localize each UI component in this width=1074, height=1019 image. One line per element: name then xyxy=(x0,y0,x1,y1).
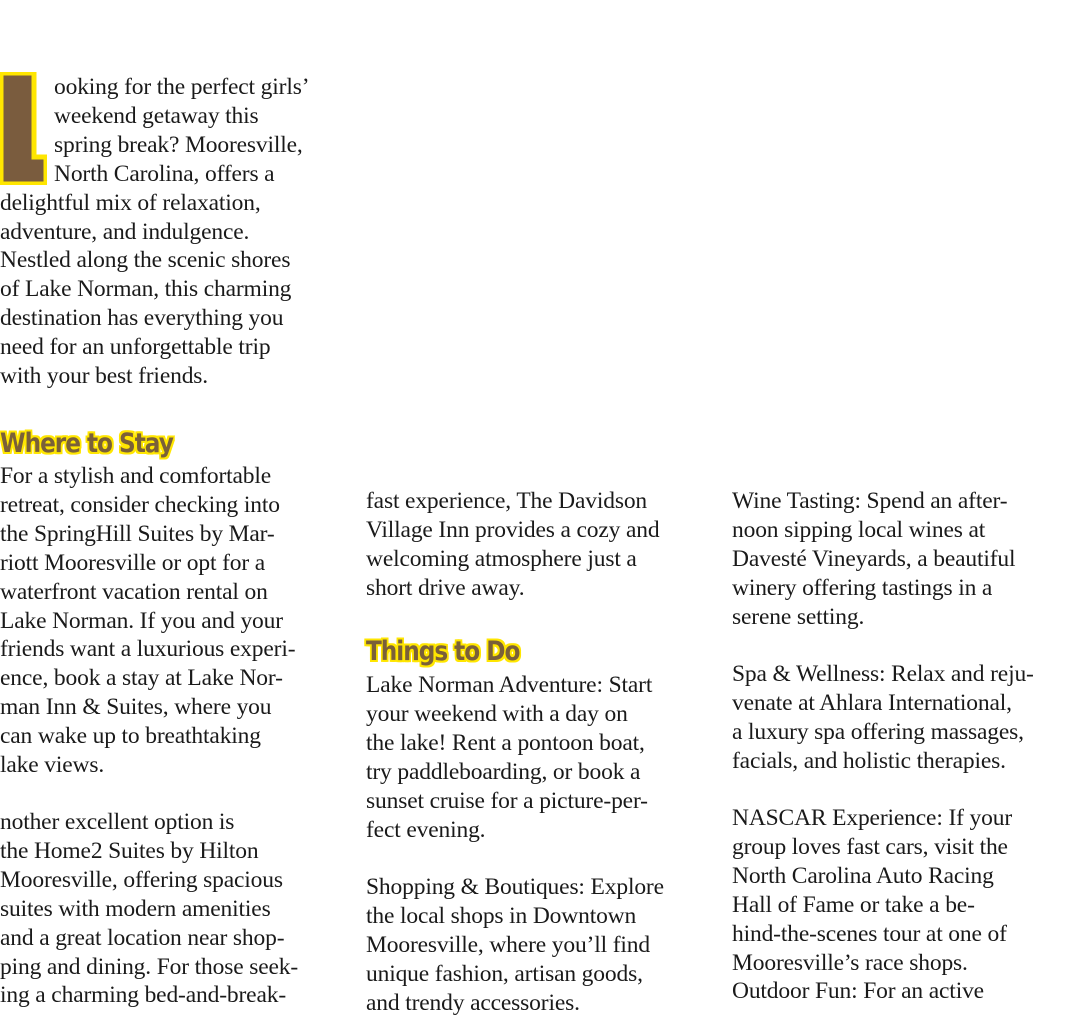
body-line: facials, and holistic therapies. xyxy=(732,747,1006,774)
body-line: group loves fast cars, visit the xyxy=(732,833,1008,860)
body-line: winery offering tastings in a xyxy=(732,574,993,601)
body-line: riott Mooresville or opt for a xyxy=(0,549,266,576)
body-line: try paddleboarding, or book a xyxy=(366,758,641,785)
body-line: North Carolina Auto Racing xyxy=(732,862,994,889)
body-line: hind-the-scenes tour at one of xyxy=(732,920,1007,947)
body-line: and a great location near shop- xyxy=(0,924,285,951)
body-line: the lake! Rent a pontoon boat, xyxy=(366,729,645,756)
body-line: waterfront vacation rental on xyxy=(0,578,268,605)
body-line: welcoming atmosphere just a xyxy=(366,545,637,572)
body-line: fect evening. xyxy=(366,816,486,843)
body-line: lake views. xyxy=(0,752,105,779)
body-line: friends want a luxurious experi- xyxy=(0,636,296,663)
body-line: can wake up to breathtaking xyxy=(0,723,261,750)
intro-line: Nestled along the scenic shores xyxy=(0,247,291,274)
intro-line: of Lake Norman, this charming xyxy=(0,276,292,303)
body-line: your weekend with a day on xyxy=(366,700,628,727)
body-line: the Home2 Suites by Hilton xyxy=(0,837,259,864)
where-to-stay-paragraph: For a stylish and comfortable retreat, c… xyxy=(0,462,350,780)
body-line: retreat, consider checking into xyxy=(0,491,280,518)
intro-line: delightful mix of relaxation, xyxy=(0,189,261,216)
body-line: Shopping & Boutiques: Explore xyxy=(366,874,664,900)
home2-suites-paragraph: nother excellent option is the Home2 Sui… xyxy=(0,808,350,1010)
body-line: Village Inn provides a cozy and xyxy=(366,516,660,543)
body-line: NASCAR Experience: If your xyxy=(732,805,1012,831)
intro-line: spring break? Mooresville, xyxy=(54,131,303,158)
body-line: Mooresville’s race shops. xyxy=(732,949,968,976)
lake-norman-adventure-paragraph: Lake Norman Adventure: Start your weeken… xyxy=(366,671,716,844)
body-line: ence, book a stay at Lake Nor- xyxy=(0,665,283,692)
body-line: Lake Norman. If you and your xyxy=(0,607,283,634)
drop-cap-letter-graphic xyxy=(0,70,49,187)
intro-line: destination has everything you xyxy=(0,305,284,332)
body-line: Spa & Wellness: Relax and reju- xyxy=(732,661,1034,687)
body-line: serene setting. xyxy=(732,603,865,630)
intro-line: with your best friends. xyxy=(0,363,209,390)
things-to-do-heading: Things to Do xyxy=(366,636,520,667)
body-line: and trendy accessories. xyxy=(366,989,580,1016)
body-line: ing a charming bed-and-break- xyxy=(0,982,287,1009)
intro-line: North Carolina, offers a xyxy=(54,160,275,187)
where-to-stay-heading: Where to Stay xyxy=(0,428,174,459)
body-line: the SpringHill Suites by Mar- xyxy=(0,520,275,547)
davidson-inn-paragraph: fast experience, The Davidson Village In… xyxy=(366,487,716,603)
body-line: Lake Norman Adventure: Start xyxy=(366,672,653,698)
body-line: Davesté Vineyards, a beautiful xyxy=(732,545,1016,572)
body-line: unique fashion, artisan goods, xyxy=(366,960,643,987)
intro-line: weekend getaway this xyxy=(54,102,259,129)
body-line: noon sipping local wines at xyxy=(732,516,986,543)
intro-line: adventure, and indulgence. xyxy=(0,218,250,245)
body-line: nother excellent option is xyxy=(0,809,235,835)
drop-cap: L xyxy=(0,70,49,187)
body-line: venate at Ahlara International, xyxy=(732,689,1012,716)
body-line: Mooresville, where you’ll find xyxy=(366,931,650,958)
shopping-boutiques-paragraph: Shopping & Boutiques: Explore the local … xyxy=(366,873,716,1018)
wine-tasting-paragraph: Wine Tasting: Spend an after- noon sippi… xyxy=(732,487,1074,632)
body-line: Mooresville, offering spacious xyxy=(0,866,283,893)
body-line: sunset cruise for a picture-per- xyxy=(366,787,648,814)
body-line: a luxury spa offering massages, xyxy=(732,718,1024,745)
intro-line: ooking for the perfect girls’ xyxy=(54,74,310,100)
intro-line: need for an unforgettable trip xyxy=(0,334,271,361)
body-line: short drive away. xyxy=(366,574,525,601)
body-line: man Inn & Suites, where you xyxy=(0,694,272,721)
body-line: Hall of Fame or take a be- xyxy=(732,891,975,918)
body-line: fast experience, The Davidson xyxy=(366,488,648,514)
body-line: Wine Tasting: Spend an after- xyxy=(732,488,1008,514)
body-line: ping and dining. For those seek- xyxy=(0,953,299,980)
nascar-experience-paragraph: NASCAR Experience: If your group loves f… xyxy=(732,804,1074,1006)
body-line: suites with modern amenities xyxy=(0,895,271,922)
body-line: Outdoor Fun: For an active xyxy=(732,978,984,1005)
spa-wellness-paragraph: Spa & Wellness: Relax and reju- venate a… xyxy=(732,660,1074,776)
body-line: the local shops in Downtown xyxy=(366,902,637,929)
body-line: For a stylish and comfortable xyxy=(0,463,272,489)
intro-paragraph: ooking for the perfect girls’ weekend ge… xyxy=(0,73,350,391)
